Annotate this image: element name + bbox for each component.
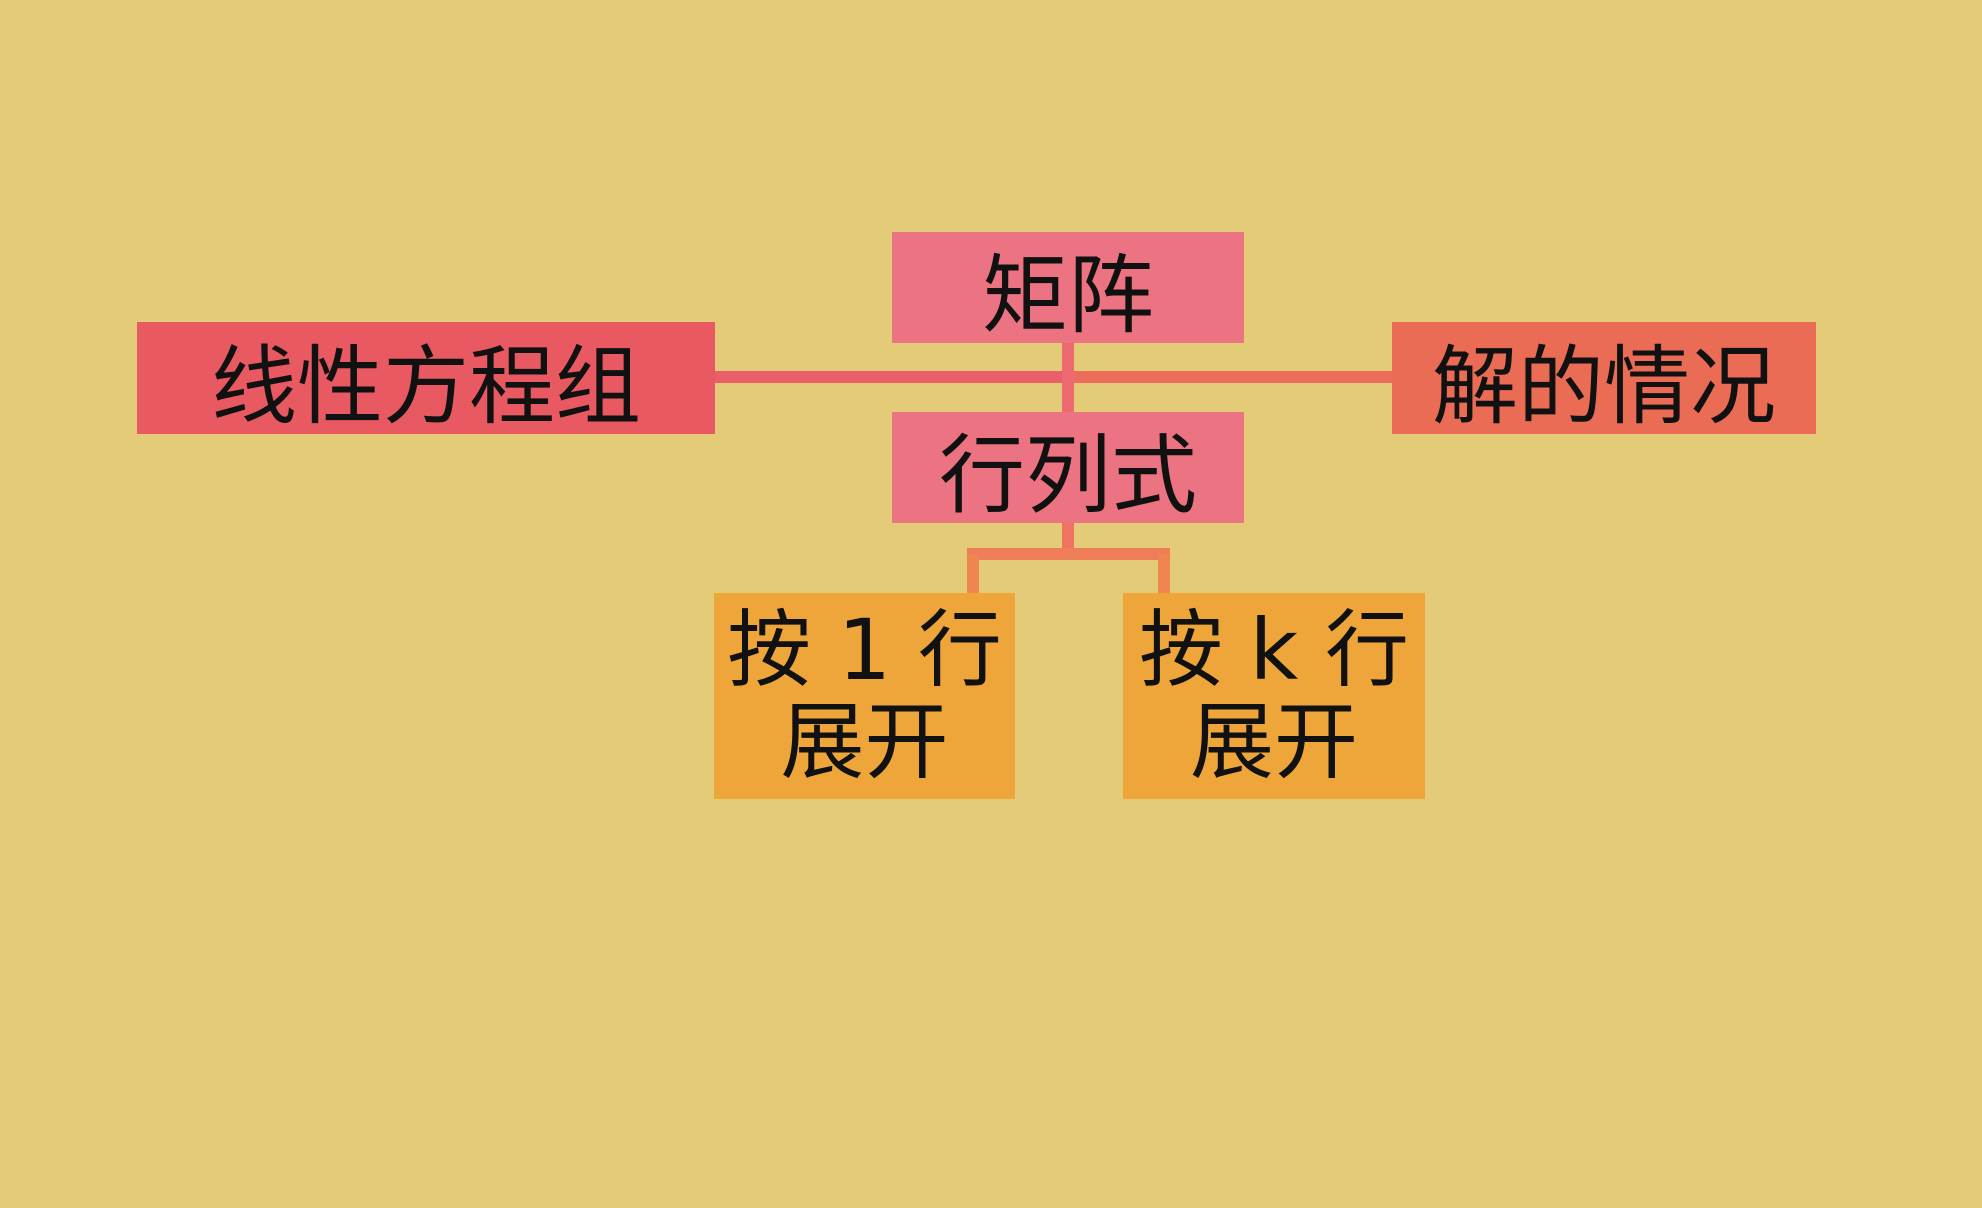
node-expand-row-k-line1: 按 k 行 [1138, 601, 1410, 699]
node-matrix: 矩阵 [892, 232, 1244, 346]
node-expand-row-1-line2: 展开 [780, 693, 949, 791]
node-matrix-label: 矩阵 [982, 246, 1154, 346]
node-determinant: 行列式 [892, 412, 1244, 526]
node-linear-equations: 线性方程组 [137, 322, 715, 437]
node-expand-row-k: 按 k 行 展开 [1123, 593, 1425, 799]
node-expand-row-1: 按 1 行 展开 [714, 593, 1015, 799]
node-linear-equations-label: 线性方程组 [211, 336, 641, 437]
node-expand-row-1-line1: 按 1 行 [727, 601, 1002, 699]
node-expand-row-k-line2: 展开 [1189, 693, 1358, 791]
node-determinant-label: 行列式 [939, 426, 1197, 526]
node-solution-cases: 解的情况 [1392, 322, 1816, 437]
node-solution-cases-label: 解的情况 [1432, 336, 1776, 437]
